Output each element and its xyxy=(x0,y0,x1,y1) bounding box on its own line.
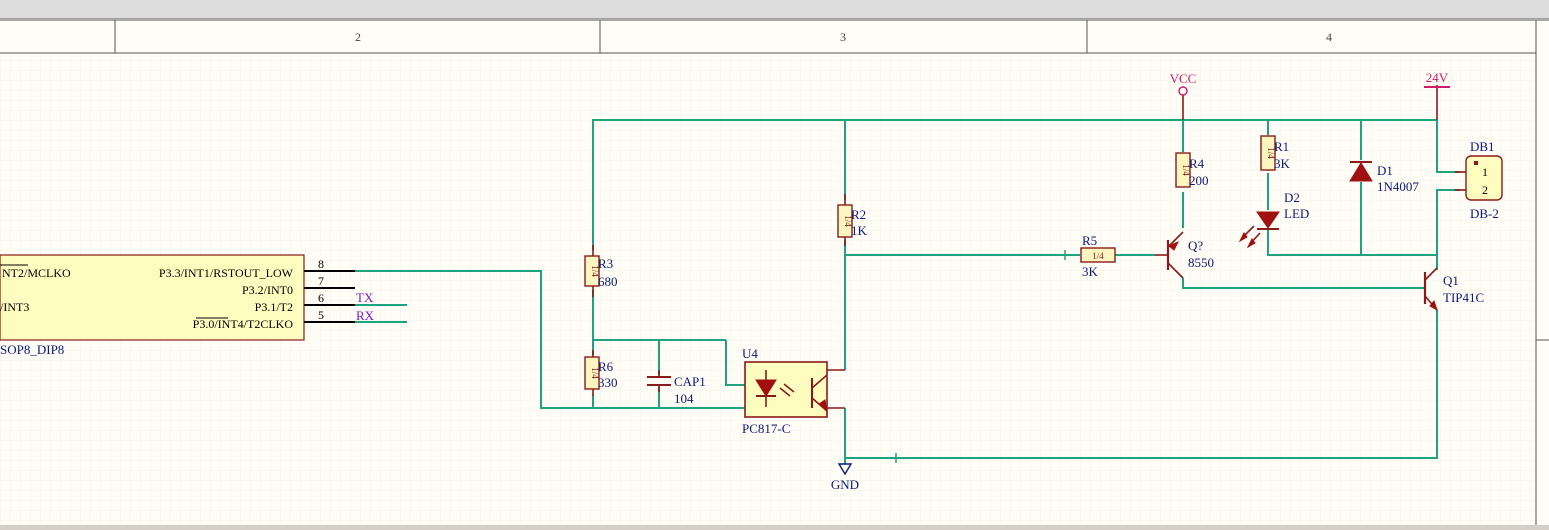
capacitor-cap1[interactable]: CAP1 104 xyxy=(647,370,706,406)
resistor-r2[interactable]: 1/4 R2 1K xyxy=(837,194,868,246)
r1-body-text: 1/4 xyxy=(1266,147,1276,159)
r3-ref: R3 xyxy=(598,256,613,271)
connector-db1[interactable]: 1 2 DB1 DB-2 xyxy=(1455,139,1503,221)
mcu-left-label-1: NT2/MCLKO xyxy=(2,266,71,280)
zone-label-3: 3 xyxy=(840,30,846,44)
r2-value: 1K xyxy=(851,223,868,238)
r4-ref: R4 xyxy=(1189,156,1205,171)
mcu-pin-num-7: 7 xyxy=(318,274,324,288)
net-label-tx[interactable]: TX xyxy=(356,290,374,305)
net-label-rx[interactable]: RX xyxy=(356,308,375,323)
r4-value: 200 xyxy=(1189,173,1209,188)
r6-body-text: 1/4 xyxy=(590,367,600,379)
cap1-ref: CAP1 xyxy=(674,374,706,389)
wires[interactable] xyxy=(355,119,1460,459)
mcu-left-label-2: /INT3 xyxy=(0,300,29,314)
vcc-label: VCC xyxy=(1170,71,1197,86)
r1-value: 3K xyxy=(1274,156,1291,171)
r2-body-text: 1/4 xyxy=(843,215,853,227)
zone-border: 2 3 4 xyxy=(0,19,1549,525)
window-title-bar xyxy=(0,0,1549,19)
d2-value: LED xyxy=(1284,206,1309,221)
zone-label-2: 2 xyxy=(355,30,361,44)
vcc-power-port[interactable]: VCC xyxy=(1170,71,1197,96)
r6-value: 330 xyxy=(598,375,618,390)
resistor-r6[interactable]: 1/4 R6 330 xyxy=(584,350,618,396)
net-markers xyxy=(895,85,1438,463)
db1-ref: DB1 xyxy=(1470,139,1495,154)
mcu-component[interactable]: NT2/MCLKO /INT3 P3.3/INT1/RSTOUT_LOW P3.… xyxy=(0,254,355,357)
mcu-pin-name-7: P3.2/INT0 xyxy=(242,283,293,297)
r5-body-text: 1/4 xyxy=(1092,251,1104,261)
power-24v-label: 24V xyxy=(1426,70,1449,85)
q1-value: TIP41C xyxy=(1443,290,1484,305)
q-unknown-ref: Q? xyxy=(1188,238,1203,253)
u4-value: PC817-C xyxy=(742,421,790,436)
transistor-q-unknown[interactable]: Q? 8550 xyxy=(1155,231,1214,279)
transistor-q1[interactable]: Q1 TIP41C xyxy=(1423,267,1484,312)
db1-value: DB-2 xyxy=(1470,206,1499,221)
q1-ref: Q1 xyxy=(1443,273,1459,288)
r2-ref: R2 xyxy=(851,207,866,222)
resistor-r1[interactable]: 1/4 R1 3K xyxy=(1260,135,1291,171)
d2-ref: D2 xyxy=(1284,190,1300,205)
r6-ref: R6 xyxy=(598,359,614,374)
schematic-sheet[interactable]: 2 3 4 NT2/MCLKO /INT3 P3.3/INT1/RSTOUT_L… xyxy=(0,19,1549,525)
r1-ref: R1 xyxy=(1274,139,1289,154)
resistor-r4[interactable]: 1/4 R4 200 xyxy=(1175,152,1209,188)
resistor-r3[interactable]: 1/4 R3 680 xyxy=(584,245,618,297)
r3-value: 680 xyxy=(598,274,618,289)
r3-body-text: 1/4 xyxy=(590,265,600,277)
mcu-body[interactable] xyxy=(0,254,305,341)
led-d2[interactable]: D2 LED xyxy=(1238,190,1309,249)
mcu-pin-num-8: 8 xyxy=(318,257,324,271)
zone-label-4: 4 xyxy=(1326,30,1332,44)
mcu-pin-name-5: P3.0/INT4/T2CLKO xyxy=(193,317,294,331)
mcu-pin-num-5: 5 xyxy=(318,308,324,322)
r5-ref: R5 xyxy=(1082,233,1097,248)
db1-pin1: 1 xyxy=(1482,165,1488,179)
d1-ref: D1 xyxy=(1377,163,1393,178)
mcu-package-label: SOP8_DIP8 xyxy=(0,342,64,357)
r5-value: 3K xyxy=(1082,264,1099,279)
optocoupler-u4[interactable]: U4 PC817-C xyxy=(742,346,845,436)
q-unknown-value: 8550 xyxy=(1188,255,1214,270)
mcu-pin-name-6: P3.1/T2 xyxy=(255,300,293,314)
gnd-label: GND xyxy=(831,477,859,492)
mcu-pin-num-6: 6 xyxy=(318,291,324,305)
cap1-value: 104 xyxy=(674,391,694,406)
u4-ref: U4 xyxy=(742,346,758,361)
r4-body-text: 1/4 xyxy=(1181,164,1191,176)
db1-pin2: 2 xyxy=(1482,183,1488,197)
diode-d1[interactable]: D1 1N4007 xyxy=(1349,161,1419,194)
resistor-r5[interactable]: 1/4 R5 3K xyxy=(1080,233,1116,279)
gnd-power-port[interactable]: GND xyxy=(831,458,859,492)
d1-value: 1N4007 xyxy=(1377,179,1419,194)
power-24v-port[interactable]: 24V xyxy=(1424,70,1450,88)
mcu-pin-name-8: P3.3/INT1/RSTOUT_LOW xyxy=(159,266,294,280)
